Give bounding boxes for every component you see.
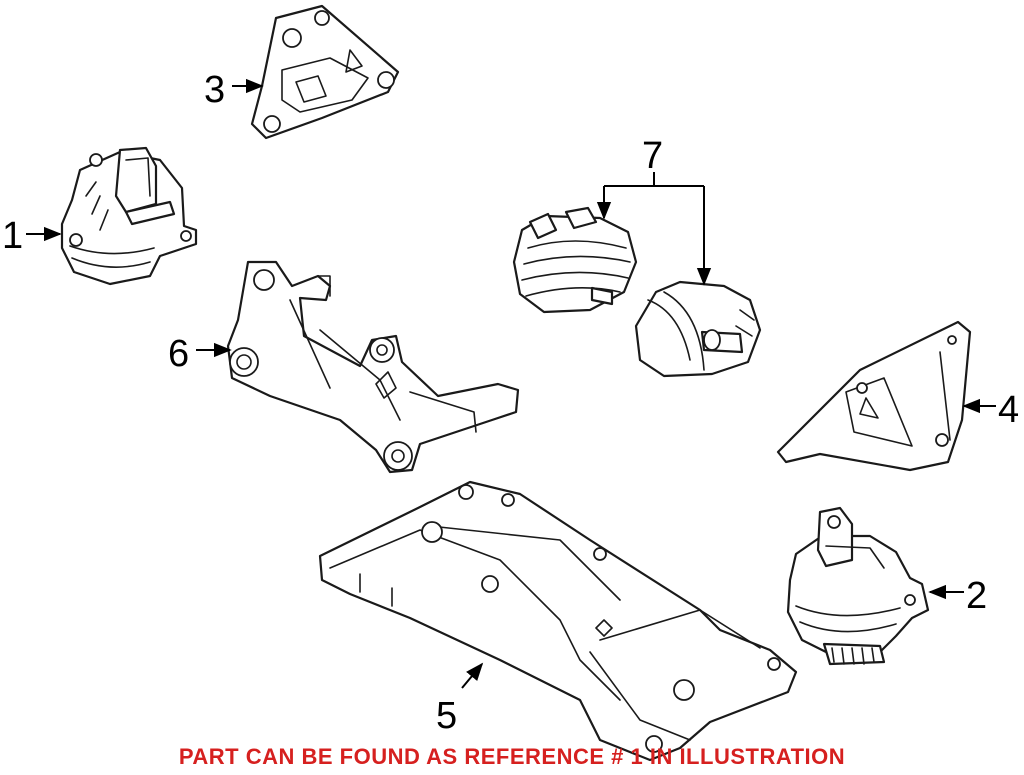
part-3-bracket: [250, 4, 400, 140]
callout-1: 1: [2, 215, 23, 257]
callout-numbers: 1 2 3 4 5 6 7: [2, 69, 1019, 737]
callout-7: 7: [642, 135, 663, 177]
part-1-engine-mount: [60, 146, 198, 286]
callout-4: 4: [998, 389, 1019, 431]
reference-notice: PART CAN BE FOUND AS REFERENCE # 1 IN IL…: [179, 744, 845, 769]
leader-5: [461, 662, 484, 689]
leader-lines: [26, 78, 996, 689]
part-2-engine-mount: [786, 506, 930, 666]
part-4-bracket: [776, 320, 972, 472]
leader-7-bracket: [604, 172, 704, 187]
part-7-mount-left: [512, 206, 638, 314]
callout-3: 3: [204, 69, 225, 111]
part-5-crossmember: [318, 480, 798, 762]
callout-6: 6: [168, 333, 189, 375]
part-6-support-bracket: [226, 260, 520, 474]
callout-5: 5: [436, 695, 457, 737]
part-7-mount-right: [634, 280, 762, 378]
callout-2: 2: [966, 575, 987, 617]
